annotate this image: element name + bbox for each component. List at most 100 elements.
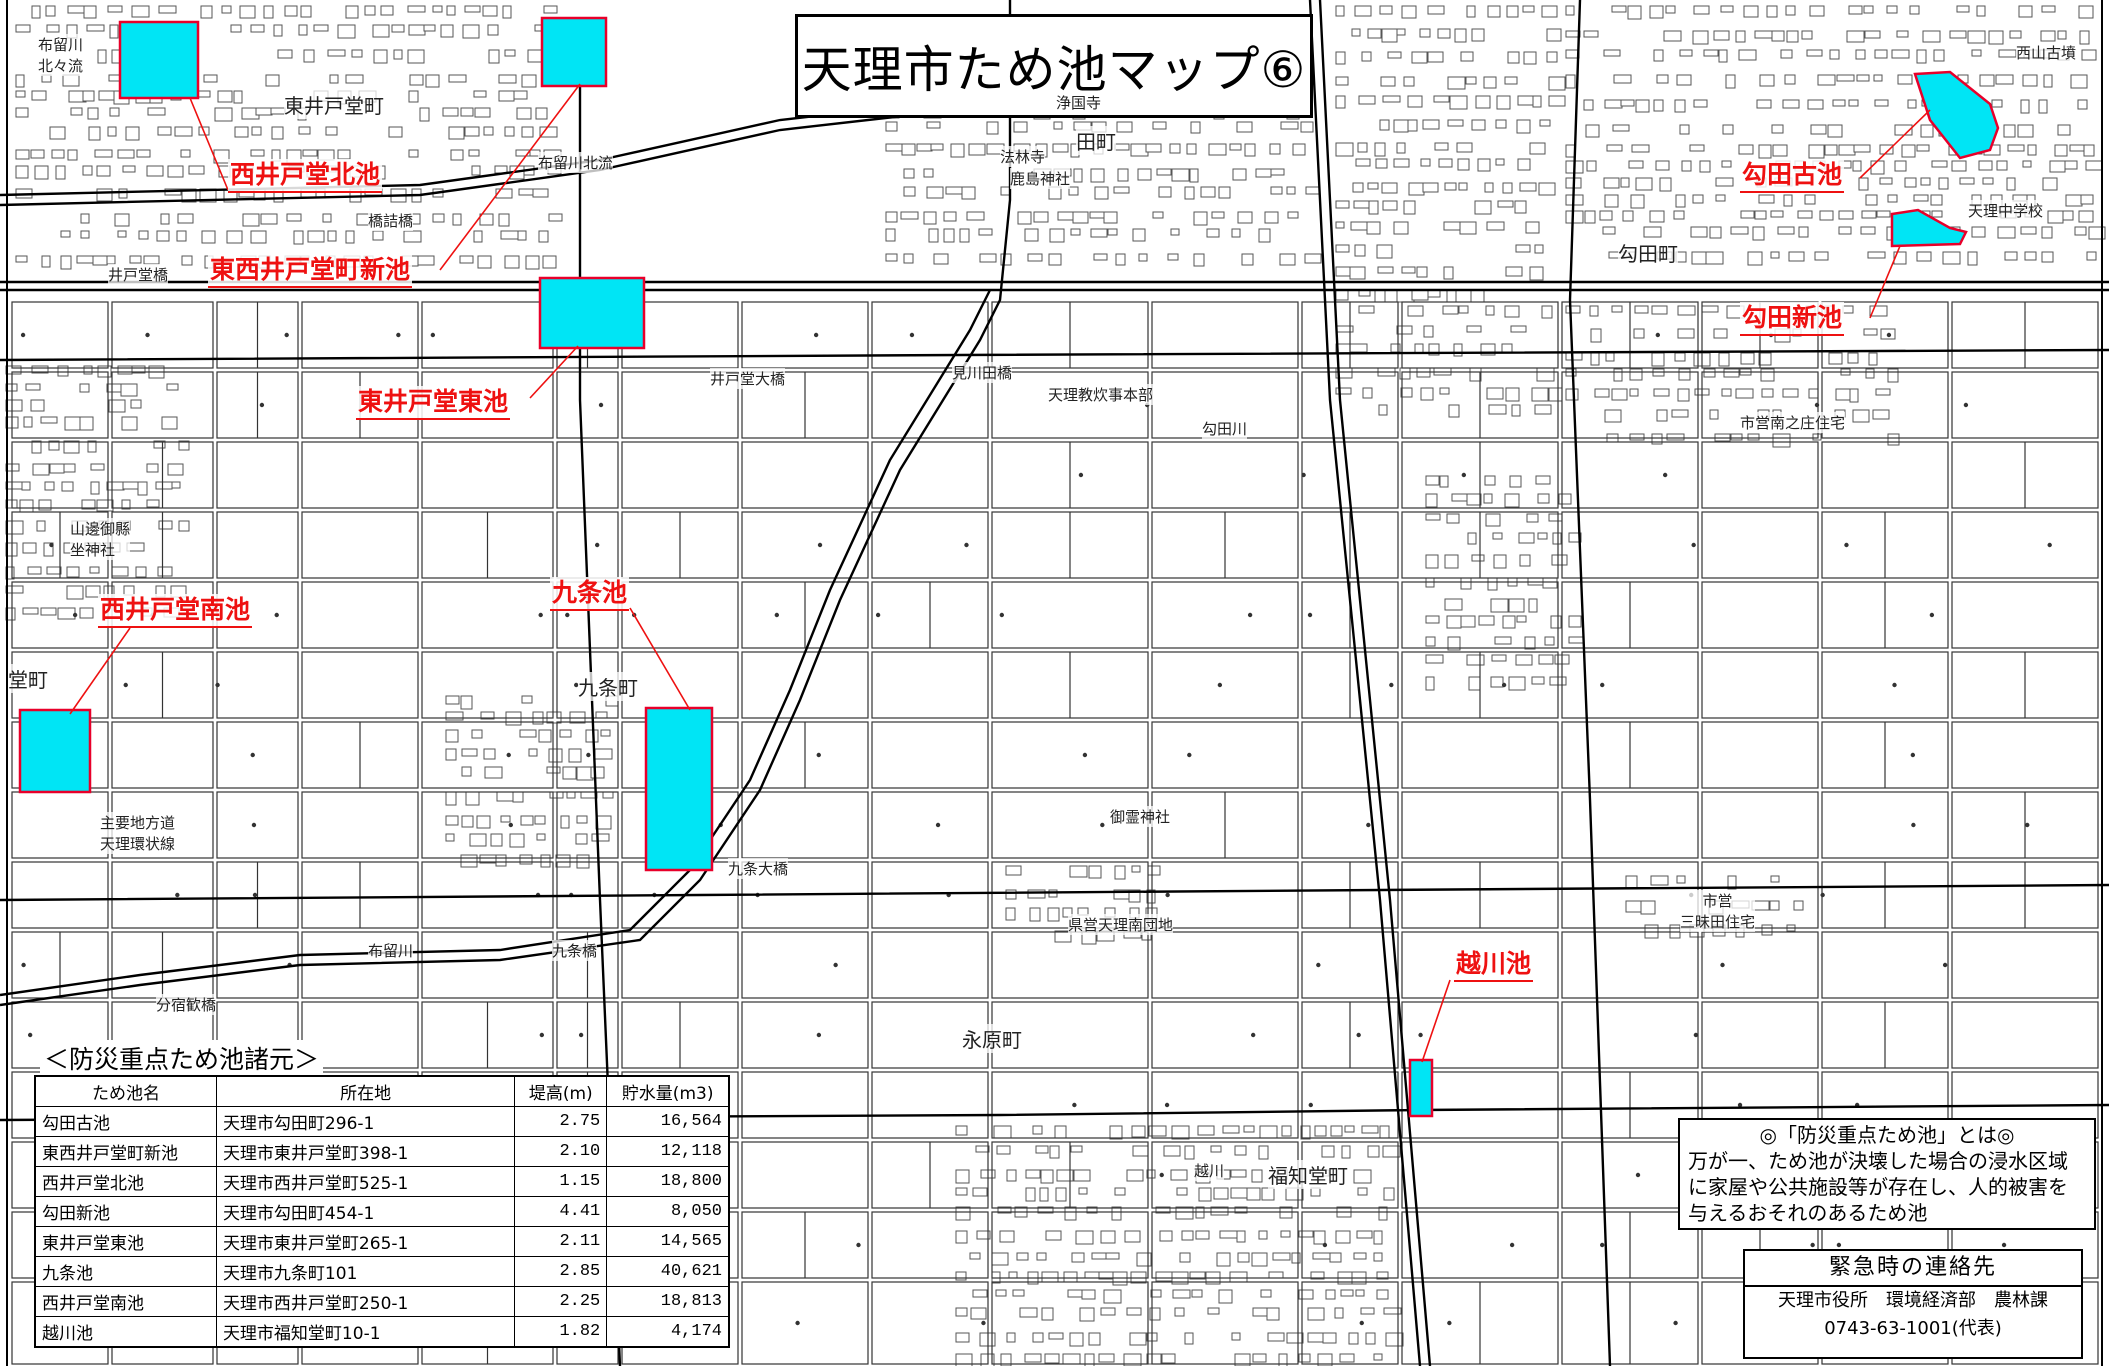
building (419, 107, 430, 122)
building (1444, 598, 1463, 611)
field-parcel (871, 791, 989, 859)
building (298, 24, 308, 36)
pond-magata-furu[interactable] (1913, 70, 2000, 160)
building (1525, 221, 1540, 234)
pond-koshikawa[interactable] (1408, 1058, 1434, 1118)
survey-point (1366, 822, 1371, 828)
building (1846, 30, 1865, 43)
pond-kujo[interactable] (644, 706, 714, 872)
label-nishiido-minami-pond[interactable]: 西井戸堂南池 (98, 594, 253, 628)
building (2041, 5, 2056, 13)
pond-nishiido-minami[interactable] (18, 708, 92, 794)
building (180, 149, 191, 158)
building (1171, 168, 1190, 182)
building (1550, 615, 1562, 629)
label-higashi-higashi-pond[interactable]: 東井戸堂東池 (356, 386, 511, 420)
building (87, 440, 97, 453)
field-parcel (741, 441, 869, 509)
building (1000, 186, 1011, 196)
building (1996, 160, 2008, 171)
field-parcel (1561, 791, 1699, 859)
building (955, 1307, 968, 1317)
building (251, 126, 262, 136)
building (1771, 30, 1785, 42)
building (21, 481, 31, 491)
building (1006, 1332, 1016, 1343)
building (538, 729, 552, 743)
survey-point (1501, 682, 1507, 688)
label-magata-shin-pond[interactable]: 勾田新池 (1740, 302, 1845, 336)
contact-phone[interactable]: 0743-63-1001(代表) (1824, 1318, 2002, 1339)
pond-nishiido-kita[interactable] (118, 20, 200, 100)
building (1396, 142, 1406, 154)
label-kujo-pond[interactable]: 九条池 (550, 577, 630, 611)
building (1604, 194, 1619, 208)
building (1495, 119, 1507, 129)
building (1565, 352, 1583, 361)
building (1368, 200, 1379, 215)
building (129, 255, 142, 264)
building (1920, 124, 1934, 138)
field-parcel (556, 721, 619, 789)
building (1635, 177, 1653, 191)
building (1758, 352, 1772, 366)
label-higashi-shin-pond[interactable]: 東西井戸堂町新池 (208, 254, 413, 288)
building (94, 149, 113, 158)
building (528, 748, 538, 757)
building (1411, 51, 1428, 64)
building (1355, 158, 1371, 167)
field-parcel (1561, 371, 1699, 439)
building (15, 149, 30, 160)
field-parcel (1401, 581, 1559, 649)
building (1070, 1145, 1083, 1153)
pond-magata-shin[interactable] (1890, 208, 1968, 248)
building (1875, 388, 1891, 396)
building (1493, 554, 1507, 569)
building (1335, 76, 1349, 86)
pond-higashi-higashi[interactable] (538, 276, 646, 350)
building (1193, 211, 1208, 226)
building (1640, 900, 1656, 915)
building (61, 481, 74, 492)
building (425, 74, 440, 88)
building (1285, 1187, 1304, 1201)
building (174, 126, 193, 137)
building (1913, 194, 1929, 202)
building (1838, 144, 1856, 156)
building (1529, 266, 1544, 281)
building (1770, 210, 1784, 218)
label-magata-furu-pond[interactable]: 勾田古池 (1740, 159, 1845, 193)
building (1735, 30, 1746, 43)
building (1589, 305, 1599, 317)
field-parcel (1151, 1071, 1299, 1139)
survey-point (1600, 682, 1605, 688)
building (41, 74, 52, 83)
building (1176, 1187, 1188, 1196)
building (1858, 177, 1869, 191)
pond-higashi-shin[interactable] (540, 16, 608, 88)
building (408, 90, 419, 103)
building (143, 255, 160, 265)
label-nishiido-kita-pond[interactable]: 西井戸堂北池 (228, 159, 383, 193)
building (1692, 194, 1704, 204)
building (1234, 1353, 1251, 1366)
label-koshikawa-pond[interactable]: 越川池 (1454, 948, 1534, 982)
building (1565, 5, 1575, 16)
field-parcel (871, 861, 989, 929)
building (171, 481, 181, 489)
survey-point (2001, 1242, 2007, 1248)
building (464, 126, 480, 137)
field-parcel (1151, 441, 1299, 509)
field-parcel (991, 1071, 1149, 1139)
building (1379, 5, 1393, 15)
building (1629, 368, 1643, 381)
building (86, 24, 105, 32)
building (1243, 1125, 1255, 1133)
building (1537, 493, 1550, 504)
building (1971, 226, 1986, 238)
building (1894, 160, 1907, 172)
field-parcel (1951, 1001, 2099, 1069)
building (1959, 177, 1975, 185)
building (568, 748, 582, 763)
